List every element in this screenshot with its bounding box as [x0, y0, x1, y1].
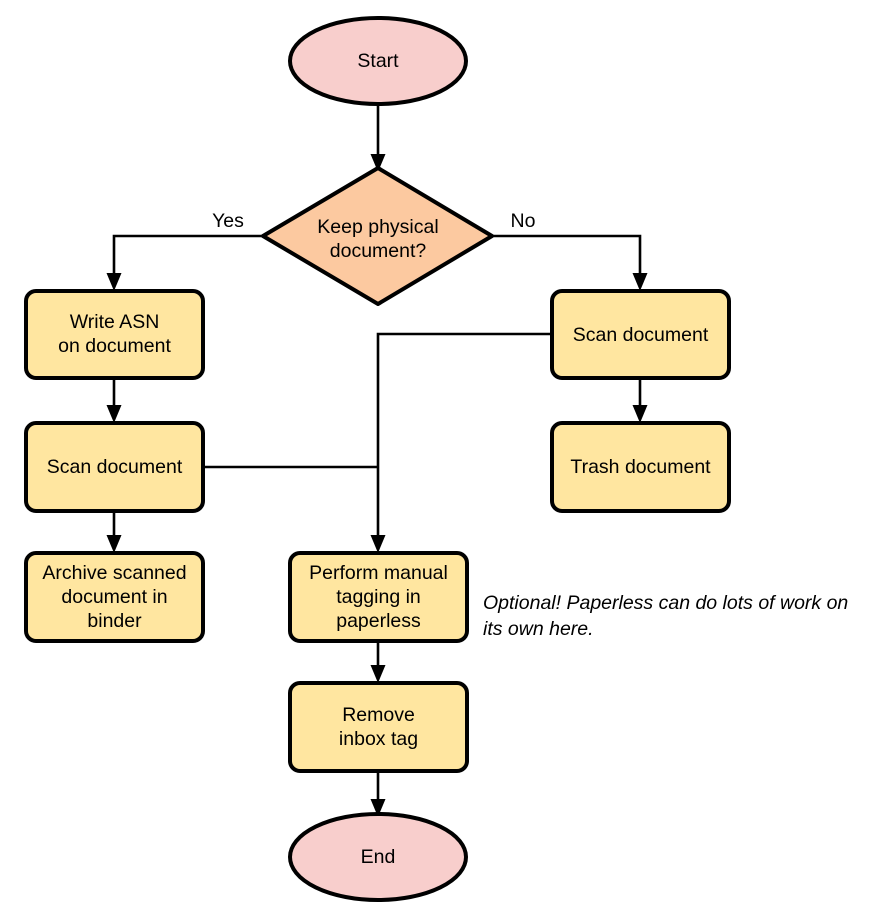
node-scan-document-right[interactable]: Scan document — [550, 289, 731, 380]
edge-decision-to-scan-right — [492, 234, 648, 291]
node-decision-label-line2: document? — [330, 240, 427, 262]
node-remove-inbox-tag[interactable]: Remove inbox tag — [288, 681, 469, 773]
end-ellipse[interactable] — [288, 812, 468, 902]
node-start[interactable]: Start — [288, 16, 468, 106]
annotation-optional-note: Optional! Paperless can do lots of work … — [483, 592, 848, 640]
node-trash-document-label: Trash document — [570, 456, 711, 478]
arrowhead-icon — [632, 405, 648, 423]
arrowhead-icon — [632, 273, 648, 291]
edge-start-to-decision — [370, 104, 386, 172]
edge-decision-to-write-asn — [106, 234, 263, 291]
arrowhead-icon — [106, 405, 122, 423]
scan-document-right-rect[interactable] — [550, 289, 731, 380]
arrowhead-icon — [370, 535, 386, 553]
node-manual-tagging-label-line2: tagging in — [336, 586, 421, 608]
annotation-optional-note-line2: its own here. — [483, 618, 594, 640]
manual-tagging-rect[interactable] — [288, 551, 469, 643]
start-ellipse[interactable] — [288, 16, 468, 106]
node-perform-manual-tagging[interactable]: Perform manual tagging in paperless — [288, 551, 469, 643]
edge-scan-left-to-archive — [106, 511, 122, 553]
edge-scan-right-to-trash — [632, 378, 648, 423]
archive-rect[interactable] — [24, 551, 205, 643]
edge-write-asn-to-scan-left — [106, 378, 122, 423]
node-write-asn-on-document[interactable]: Write ASN on document — [24, 289, 205, 380]
node-write-asn-label-line2: on document — [58, 335, 171, 357]
edge-remove-inbox-to-end — [370, 771, 386, 817]
node-start-label: Start — [357, 50, 399, 72]
node-manual-tagging-label-line3: paperless — [336, 610, 421, 632]
arrowhead-icon — [370, 799, 386, 817]
node-archive-scanned-document[interactable]: Archive scanned document in binder — [24, 551, 205, 643]
node-trash-document[interactable]: Trash document — [550, 421, 731, 513]
arrowhead-icon — [106, 535, 122, 553]
connectors-layer — [106, 104, 648, 817]
node-remove-inbox-label-line2: inbox tag — [339, 728, 418, 750]
node-archive-label-line3: binder — [87, 610, 142, 632]
edge-manual-tagging-to-remove-inbox — [370, 641, 386, 683]
node-scan-document-right-label: Scan document — [573, 324, 709, 346]
node-scan-document-left[interactable]: Scan document — [24, 421, 205, 513]
node-manual-tagging-label-line1: Perform manual — [309, 562, 448, 584]
remove-inbox-tag-rect[interactable] — [288, 681, 469, 773]
node-decision-label-line1: Keep physical — [317, 216, 438, 238]
edge-label-no: No — [511, 210, 536, 232]
node-archive-label-line2: document in — [61, 586, 167, 608]
node-remove-inbox-label-line1: Remove — [342, 704, 415, 726]
arrowhead-icon — [106, 273, 122, 291]
edge-label-yes: Yes — [212, 210, 244, 232]
arrowhead-icon — [370, 154, 386, 172]
arrowhead-icon — [370, 665, 386, 683]
scan-document-left-rect[interactable] — [24, 421, 205, 513]
write-asn-rect[interactable] — [24, 289, 205, 380]
node-write-asn-label-line1: Write ASN — [70, 311, 160, 333]
node-end-label: End — [361, 846, 396, 868]
node-decision-keep-physical-document[interactable]: Keep physical document? — [261, 166, 494, 306]
annotation-optional-note-line1: Optional! Paperless can do lots of work … — [483, 592, 848, 614]
decision-diamond[interactable] — [261, 166, 494, 306]
node-scan-document-left-label: Scan document — [47, 456, 183, 478]
node-archive-label-line1: Archive scanned — [42, 562, 186, 584]
edge-scan-right-to-manual-tagging — [370, 332, 552, 553]
trash-document-rect[interactable] — [550, 421, 731, 513]
node-end[interactable]: End — [288, 812, 468, 902]
